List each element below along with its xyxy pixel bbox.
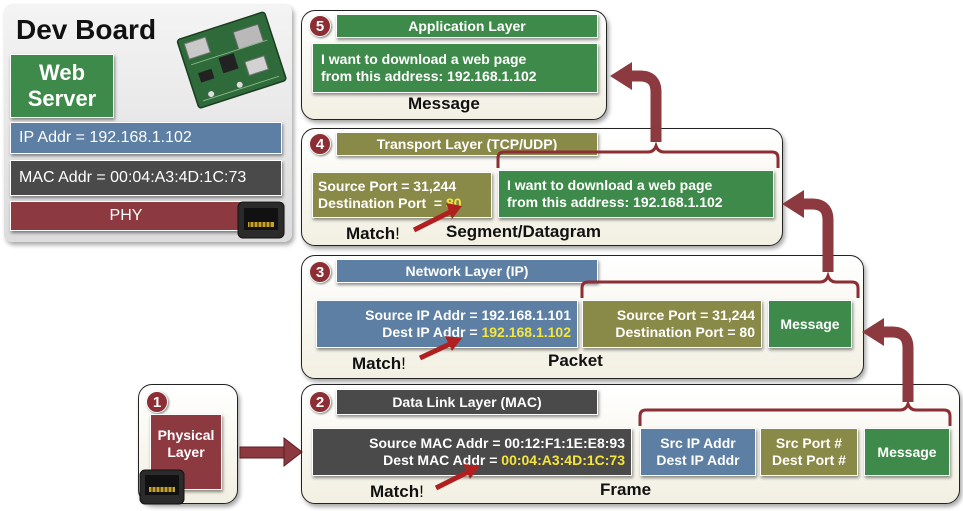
web-server-line2: Server [27,86,97,111]
transport-data-box: I want to download a web page from this … [498,170,774,218]
datalink-src-mac: Source MAC Addr = 00:12:F1:1E:E8:93 [369,435,625,452]
datalink-src-ip: Src IP Addr [660,435,736,452]
datalink-dst-port: Dest Port # [772,452,846,468]
network-to-transport-arrowhead [782,190,804,218]
network-dst-ip: Dest IP Addr = 192.168.1.102 [365,324,571,341]
network-match-word: Match [352,354,402,373]
layer-3-badge: 3 [309,261,331,283]
mac-addr-text: MAC Addr = 00:04:A3:4D:1C:73 [19,169,247,187]
datalink-dst-mac-prefix: Dest MAC Addr = [383,452,502,468]
transport-match-bang: ! [395,224,400,243]
datalink-layer-name: Data Link Layer (MAC) [392,393,542,410]
phy-text: PHY [109,207,143,225]
ethernet-port-icon [139,469,185,505]
transport-match-word: Match [346,224,396,243]
layer-1-badge: 1 [146,391,168,413]
network-dst-port: Destination Port = 80 [615,324,755,340]
network-dst-ip-prefix: Dest IP Addr = [382,324,482,340]
mac-addr-box: MAC Addr = 00:04:A3:4D:1C:73 [10,160,282,196]
application-layer-title: Application Layer [336,14,598,38]
dev-board-title: Dev Board [16,14,157,45]
network-layer-name: Network Layer (IP) [405,262,529,279]
message-label: Message [408,94,480,113]
datalink-brace [638,399,952,426]
datalink-to-network-arrow [880,326,914,402]
datalink-match-label: Match! [370,482,424,502]
network-dst-ip-value: 192.168.1.102 [481,324,571,340]
network-ports-box: Source Port = 31,244 Destination Port = … [582,300,762,348]
ethernet-port-icon [237,201,285,239]
transport-data-line1: I want to download a web page [507,177,713,194]
application-data-box: I want to download a web page from this … [312,43,598,93]
datalink-message-box: Message [864,428,950,476]
ip-addr-text: IP Addr = 192.168.1.102 [19,129,192,147]
network-layer-title: Network Layer (IP) [336,259,598,283]
application-data-line1: I want to download a web page [321,51,527,68]
datalink-match-word: Match [370,482,420,501]
datalink-dst-mac-value: 00:04:A3:4D:1C:73 [501,452,625,468]
network-match-label: Match! [352,354,406,374]
datalink-ip-box: Src IP Addr Dest IP Addr [640,428,756,476]
packet-label: Packet [548,351,603,370]
transport-layer-title: Transport Layer (TCP/UDP) [336,132,598,156]
transport-src-port: Source Port = 31,244 [318,178,457,195]
application-data-line2: from this address: 192.168.1.102 [321,68,537,84]
phy-box: PHY [10,201,282,231]
network-message-text: Message [780,315,840,332]
datalink-dst-ip: Dest IP Addr [656,452,740,468]
network-src-port: Source Port = 31,244 [616,307,755,324]
web-server-line1: Web [38,59,86,85]
frame-label: Frame [600,480,652,499]
transport-to-application-arrow [628,70,662,142]
transport-layer-name: Transport Layer (TCP/UDP) [376,135,558,152]
transport-to-application-arrowhead [610,62,632,90]
datalink-layer-title: Data Link Layer (MAC) [336,389,598,415]
network-to-transport-arrow [800,198,834,272]
network-src-ip: Source IP Addr = 192.168.1.101 [365,307,571,324]
ip-addr-box: IP Addr = 192.168.1.102 [10,122,282,154]
circuit-board-icon [176,11,287,109]
physical-line1: Physical [157,427,215,443]
layer-5-badge: 5 [309,15,331,37]
transport-match-arrow [412,203,462,233]
datalink-port-box: Src Port # Dest Port # [760,428,858,476]
network-brace [580,271,860,298]
transport-brace [496,141,780,168]
transport-data-line2: from this address: 192.168.1.102 [507,194,723,210]
layer-4-badge: 4 [309,133,331,155]
layer-2-badge: 2 [309,391,331,413]
physical-to-datalink-arrow [239,436,303,468]
network-match-bang: ! [401,354,406,373]
physical-line2: Layer [167,443,205,460]
datalink-message-text: Message [877,443,937,460]
transport-ports-box: Source Port = 31,244 Destination Port = … [312,172,492,218]
dev-board-panel: Dev Board Web Server IP Addr = 192.168.1… [4,4,292,242]
application-layer-name: Application Layer [408,17,526,34]
transport-match-label: Match! [346,224,400,244]
datalink-mac-box: Source MAC Addr = 00:12:F1:1E:E8:93 Dest… [312,428,632,476]
datalink-match-bang: ! [419,482,424,501]
transport-dst-port-prefix: Destination Port = [318,195,446,211]
datalink-dst-mac: Dest MAC Addr = 00:04:A3:4D:1C:73 [369,452,625,469]
datalink-to-network-arrowhead [862,318,884,346]
network-message-box: Message [768,300,852,348]
datalink-match-arrow [434,464,480,491]
network-match-arrow [418,336,462,361]
web-server-box: Web Server [10,54,114,118]
segment-label: Segment/Datagram [446,222,601,241]
datalink-src-port: Src Port # [775,435,843,452]
